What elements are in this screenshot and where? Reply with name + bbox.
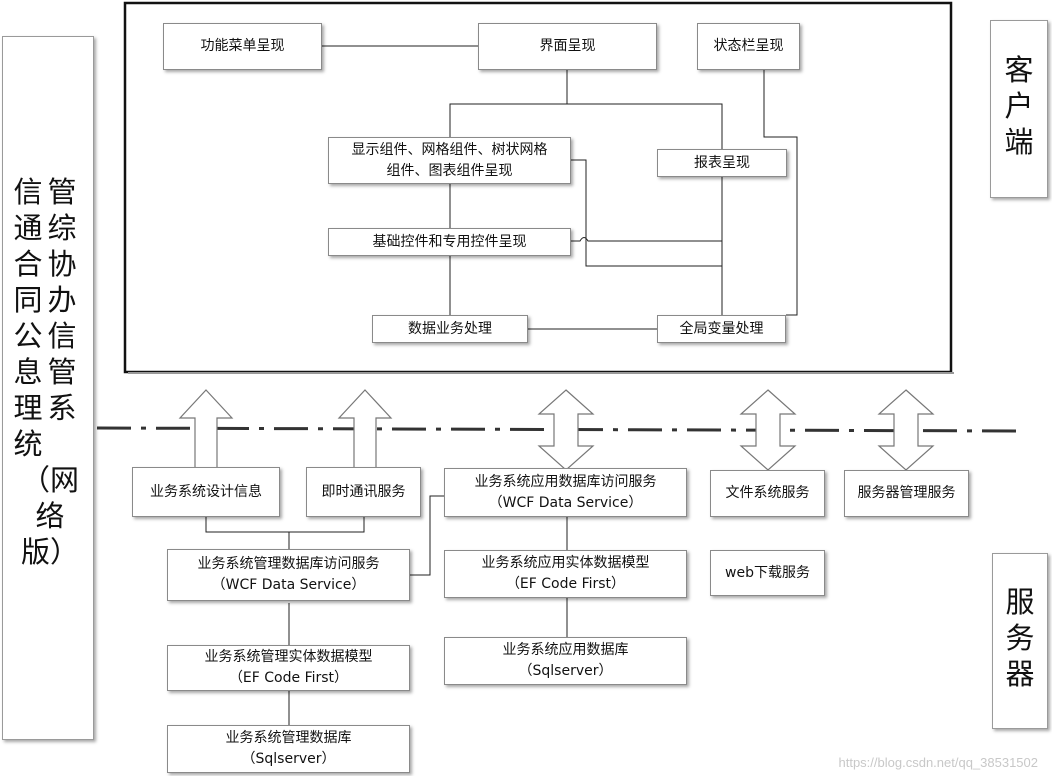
client-server-divider bbox=[96, 426, 1023, 433]
node-label: （WCF Data Service） bbox=[211, 577, 366, 593]
node-label: 功能菜单呈现 bbox=[200, 38, 285, 54]
client-frame-shadow bbox=[128, 372, 954, 374]
components-render-node: 显示组件、网格组件、树状网格 组件、图表组件呈现 bbox=[328, 137, 571, 184]
title-char: 管 bbox=[47, 175, 77, 209]
design-info-node: 业务系统设计信息 bbox=[132, 467, 280, 517]
server-label-panel bbox=[992, 553, 1048, 729]
system-title-col2: 信 通 合 同 公 息 理 统 bbox=[10, 174, 50, 462]
mgmt-entity-model-node: 业务系统管理实体数据模型 （EF Code First） bbox=[167, 645, 410, 691]
app-entity-model-node: 业务系统应用实体数据模型 （EF Code First） bbox=[444, 550, 687, 598]
global-variable-node: 全局变量处理 bbox=[657, 315, 786, 343]
im-service-node: 即时通讯服务 bbox=[306, 467, 421, 517]
title-char: 通 bbox=[13, 211, 43, 245]
title-char: 公 bbox=[13, 319, 43, 353]
title-char: 办 bbox=[47, 283, 77, 317]
node-label: web下载服务 bbox=[725, 564, 810, 581]
controls-render-node: 基础控件和专用控件呈现 bbox=[328, 228, 571, 256]
title-char: 管 bbox=[47, 355, 77, 389]
watermark: https://blog.csdn.net/qq_38531502 bbox=[838, 755, 1039, 770]
node-label: 业务系统应用数据库访问服务 bbox=[474, 473, 657, 490]
client-connectors bbox=[322, 45, 798, 330]
interface-arrows bbox=[178, 389, 935, 471]
node-label: （WCF Data Service） bbox=[488, 494, 643, 511]
node-label: 服务器管理服务 bbox=[857, 485, 956, 501]
title-char: 统 bbox=[13, 427, 43, 461]
title-char: 信 bbox=[13, 175, 43, 209]
app-database-node: 业务系统应用数据库 （Sqlserver） bbox=[444, 637, 687, 685]
mgmt-database-node: 业务系统管理数据库 （Sqlserver） bbox=[167, 725, 410, 773]
node-label: 即时通讯服务 bbox=[321, 483, 406, 500]
client-label-char: 户 bbox=[1004, 89, 1034, 123]
node-label: 业务系统应用数据库 bbox=[502, 642, 629, 658]
server-mgmt-node: 服务器管理服务 bbox=[844, 470, 969, 517]
title-char: （网 bbox=[20, 463, 79, 497]
title-char: 合 bbox=[13, 247, 43, 281]
node-label: （Sqlserver） bbox=[241, 751, 336, 767]
title-char: 络 bbox=[35, 499, 65, 533]
server-label-char: 器 bbox=[1005, 657, 1035, 691]
server-label-char: 务 bbox=[1005, 621, 1035, 655]
node-label: 报表呈现 bbox=[694, 154, 750, 171]
title-char: 系 bbox=[47, 391, 77, 425]
title-char: 版） bbox=[20, 535, 79, 569]
menu-render-node: 功能菜单呈现 bbox=[163, 23, 322, 70]
server-label-char: 服 bbox=[1005, 585, 1035, 619]
report-render-node: 报表呈现 bbox=[657, 149, 787, 177]
server-label: 服 务 器 bbox=[1002, 584, 1038, 692]
title-char: 综 bbox=[47, 211, 77, 245]
data-business-node: 数据业务处理 bbox=[372, 315, 528, 343]
node-label: 状态栏呈现 bbox=[713, 38, 784, 54]
node-label: 业务系统应用实体数据模型 bbox=[481, 555, 650, 571]
file-service-node: 文件系统服务 bbox=[710, 470, 825, 517]
title-char: 信 bbox=[47, 319, 77, 353]
node-label: 显示组件、网格组件、树状网格 bbox=[351, 141, 548, 158]
server-connectors bbox=[205, 495, 568, 725]
client-label-char: 端 bbox=[1004, 125, 1034, 159]
title-char: 协 bbox=[47, 247, 77, 281]
ui-render-node: 界面呈现 bbox=[478, 23, 657, 70]
title-char: 理 bbox=[13, 391, 43, 425]
system-title-col1: 管 综 协 办 信 管 系 bbox=[44, 174, 84, 426]
node-label: 文件系统服务 bbox=[725, 485, 810, 501]
node-label: 界面呈现 bbox=[539, 38, 596, 54]
node-label: 全局变量处理 bbox=[679, 320, 764, 337]
node-label: （EF Code First） bbox=[228, 670, 349, 686]
title-char: 息 bbox=[13, 355, 43, 389]
node-label: 业务系统管理数据库 bbox=[225, 730, 352, 746]
node-label: 业务系统管理数据库访问服务 bbox=[197, 556, 380, 572]
client-label: 客 户 端 bbox=[1001, 52, 1037, 160]
title-char: 同 bbox=[13, 283, 43, 317]
node-label: （EF Code First） bbox=[505, 576, 626, 592]
system-title-panel bbox=[2, 36, 94, 740]
client-label-panel bbox=[990, 20, 1048, 198]
node-label: 业务系统管理实体数据模型 bbox=[204, 649, 373, 665]
status-bar-node: 状态栏呈现 bbox=[697, 23, 800, 70]
node-label: 基础控件和专用控件呈现 bbox=[372, 233, 527, 250]
node-label: 组件、图表组件呈现 bbox=[386, 162, 513, 179]
client-label-char: 客 bbox=[1004, 53, 1034, 87]
node-label: 业务系统设计信息 bbox=[150, 483, 262, 500]
app-db-access-node: 业务系统应用数据库访问服务 （WCF Data Service） bbox=[444, 468, 687, 517]
node-label: （Sqlserver） bbox=[518, 663, 613, 679]
node-label: 数据业务处理 bbox=[408, 320, 492, 337]
system-title-tail: （网 络 版） bbox=[10, 462, 90, 570]
mgmt-db-access-node: 业务系统管理数据库访问服务 （WCF Data Service） bbox=[167, 549, 410, 601]
web-download-node: web下载服务 bbox=[710, 550, 825, 596]
